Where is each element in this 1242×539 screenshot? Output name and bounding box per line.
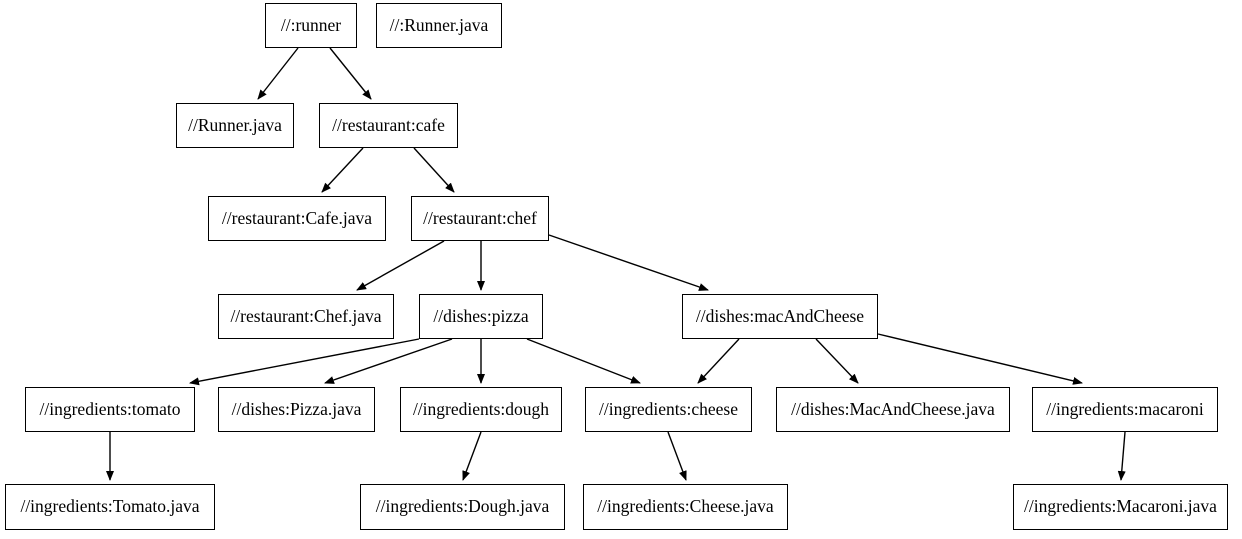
graph-node-label: //dishes:Pizza.java — [231, 398, 362, 419]
graph-node-restaurant_cafe_java[interactable]: //restaurant:Cafe.java — [208, 196, 386, 241]
graph-node-label: //dishes:pizza — [433, 305, 529, 326]
graph-node-dishes_macandcheese[interactable]: //dishes:macAndCheese — [682, 294, 878, 339]
graph-node-restaurant_chef[interactable]: //restaurant:chef — [411, 196, 549, 241]
graph-node-restaurant_chef_java[interactable]: //restaurant:Chef.java — [218, 294, 394, 339]
graph-node-label: //ingredients:cheese — [599, 398, 738, 419]
graph-node-ing_cheese[interactable]: //ingredients:cheese — [585, 387, 752, 432]
graph-node-runner_java[interactable]: //Runner.java — [176, 103, 294, 148]
graph-node-label: //restaurant:cafe — [332, 114, 445, 135]
graph-node-label: //dishes:MacAndCheese.java — [791, 398, 995, 419]
graph-node-label: //restaurant:Cafe.java — [221, 207, 373, 228]
graph-node-ing_dough_java[interactable]: //ingredients:Dough.java — [360, 484, 565, 530]
graph-node-ing_macaroni[interactable]: //ingredients:macaroni — [1032, 387, 1218, 432]
graph-node-restaurant_cafe[interactable]: //restaurant:cafe — [319, 103, 458, 148]
graph-node-label: //Runner.java — [188, 114, 282, 135]
graph-node-dishes_pizza[interactable]: //dishes:pizza — [419, 294, 543, 339]
graph-node-ing_tomato[interactable]: //ingredients:tomato — [25, 387, 195, 432]
graph-node-label: //restaurant:Chef.java — [230, 305, 382, 326]
graph-node-label: //ingredients:macaroni — [1046, 398, 1204, 419]
graph-node-runner[interactable]: //:runner — [265, 3, 357, 48]
graph-node-ing_tomato_java[interactable]: //ingredients:Tomato.java — [5, 484, 215, 530]
graph-node-ing_cheese_java[interactable]: //ingredients:Cheese.java — [583, 484, 788, 530]
graph-node-ing_dough[interactable]: //ingredients:dough — [400, 387, 562, 432]
graph-node-label: //ingredients:Macaroni.java — [1024, 496, 1217, 517]
graph-node-label: //:runner — [280, 14, 342, 35]
graph-node-runner_java_root[interactable]: //:Runner.java — [376, 3, 502, 48]
graph-node-label: //dishes:macAndCheese — [695, 305, 865, 326]
graph-node-dishes_pizza_java[interactable]: //dishes:Pizza.java — [218, 387, 375, 432]
graph-node-label: //ingredients:Tomato.java — [20, 496, 200, 517]
graph-node-label: //ingredients:dough — [412, 398, 550, 419]
graph-node-label: //restaurant:chef — [423, 207, 537, 228]
graph-node-ing_macaroni_java[interactable]: //ingredients:Macaroni.java — [1013, 484, 1228, 530]
graph-node-label: //:Runner.java — [389, 14, 489, 35]
graph-node-label: //ingredients:Dough.java — [375, 496, 550, 517]
graph-node-label: //ingredients:tomato — [39, 398, 181, 419]
graph-node-label: //ingredients:Cheese.java — [597, 496, 774, 517]
graph-node-dishes_mac_java[interactable]: //dishes:MacAndCheese.java — [776, 387, 1010, 432]
